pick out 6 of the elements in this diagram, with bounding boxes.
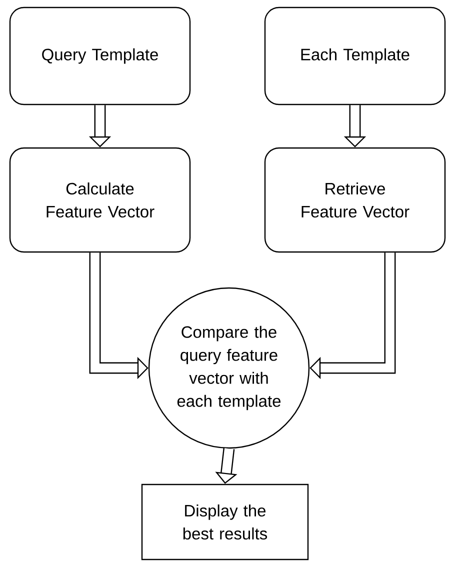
arrow — [310, 252, 396, 380]
process-box: Each Template — [264, 6, 446, 106]
output-box: Display the best results — [141, 484, 309, 560]
process-box: Retrieve Feature Vector — [264, 147, 446, 253]
process-box: Query Template — [9, 6, 191, 106]
process-box: Calculate Feature Vector — [9, 147, 191, 253]
